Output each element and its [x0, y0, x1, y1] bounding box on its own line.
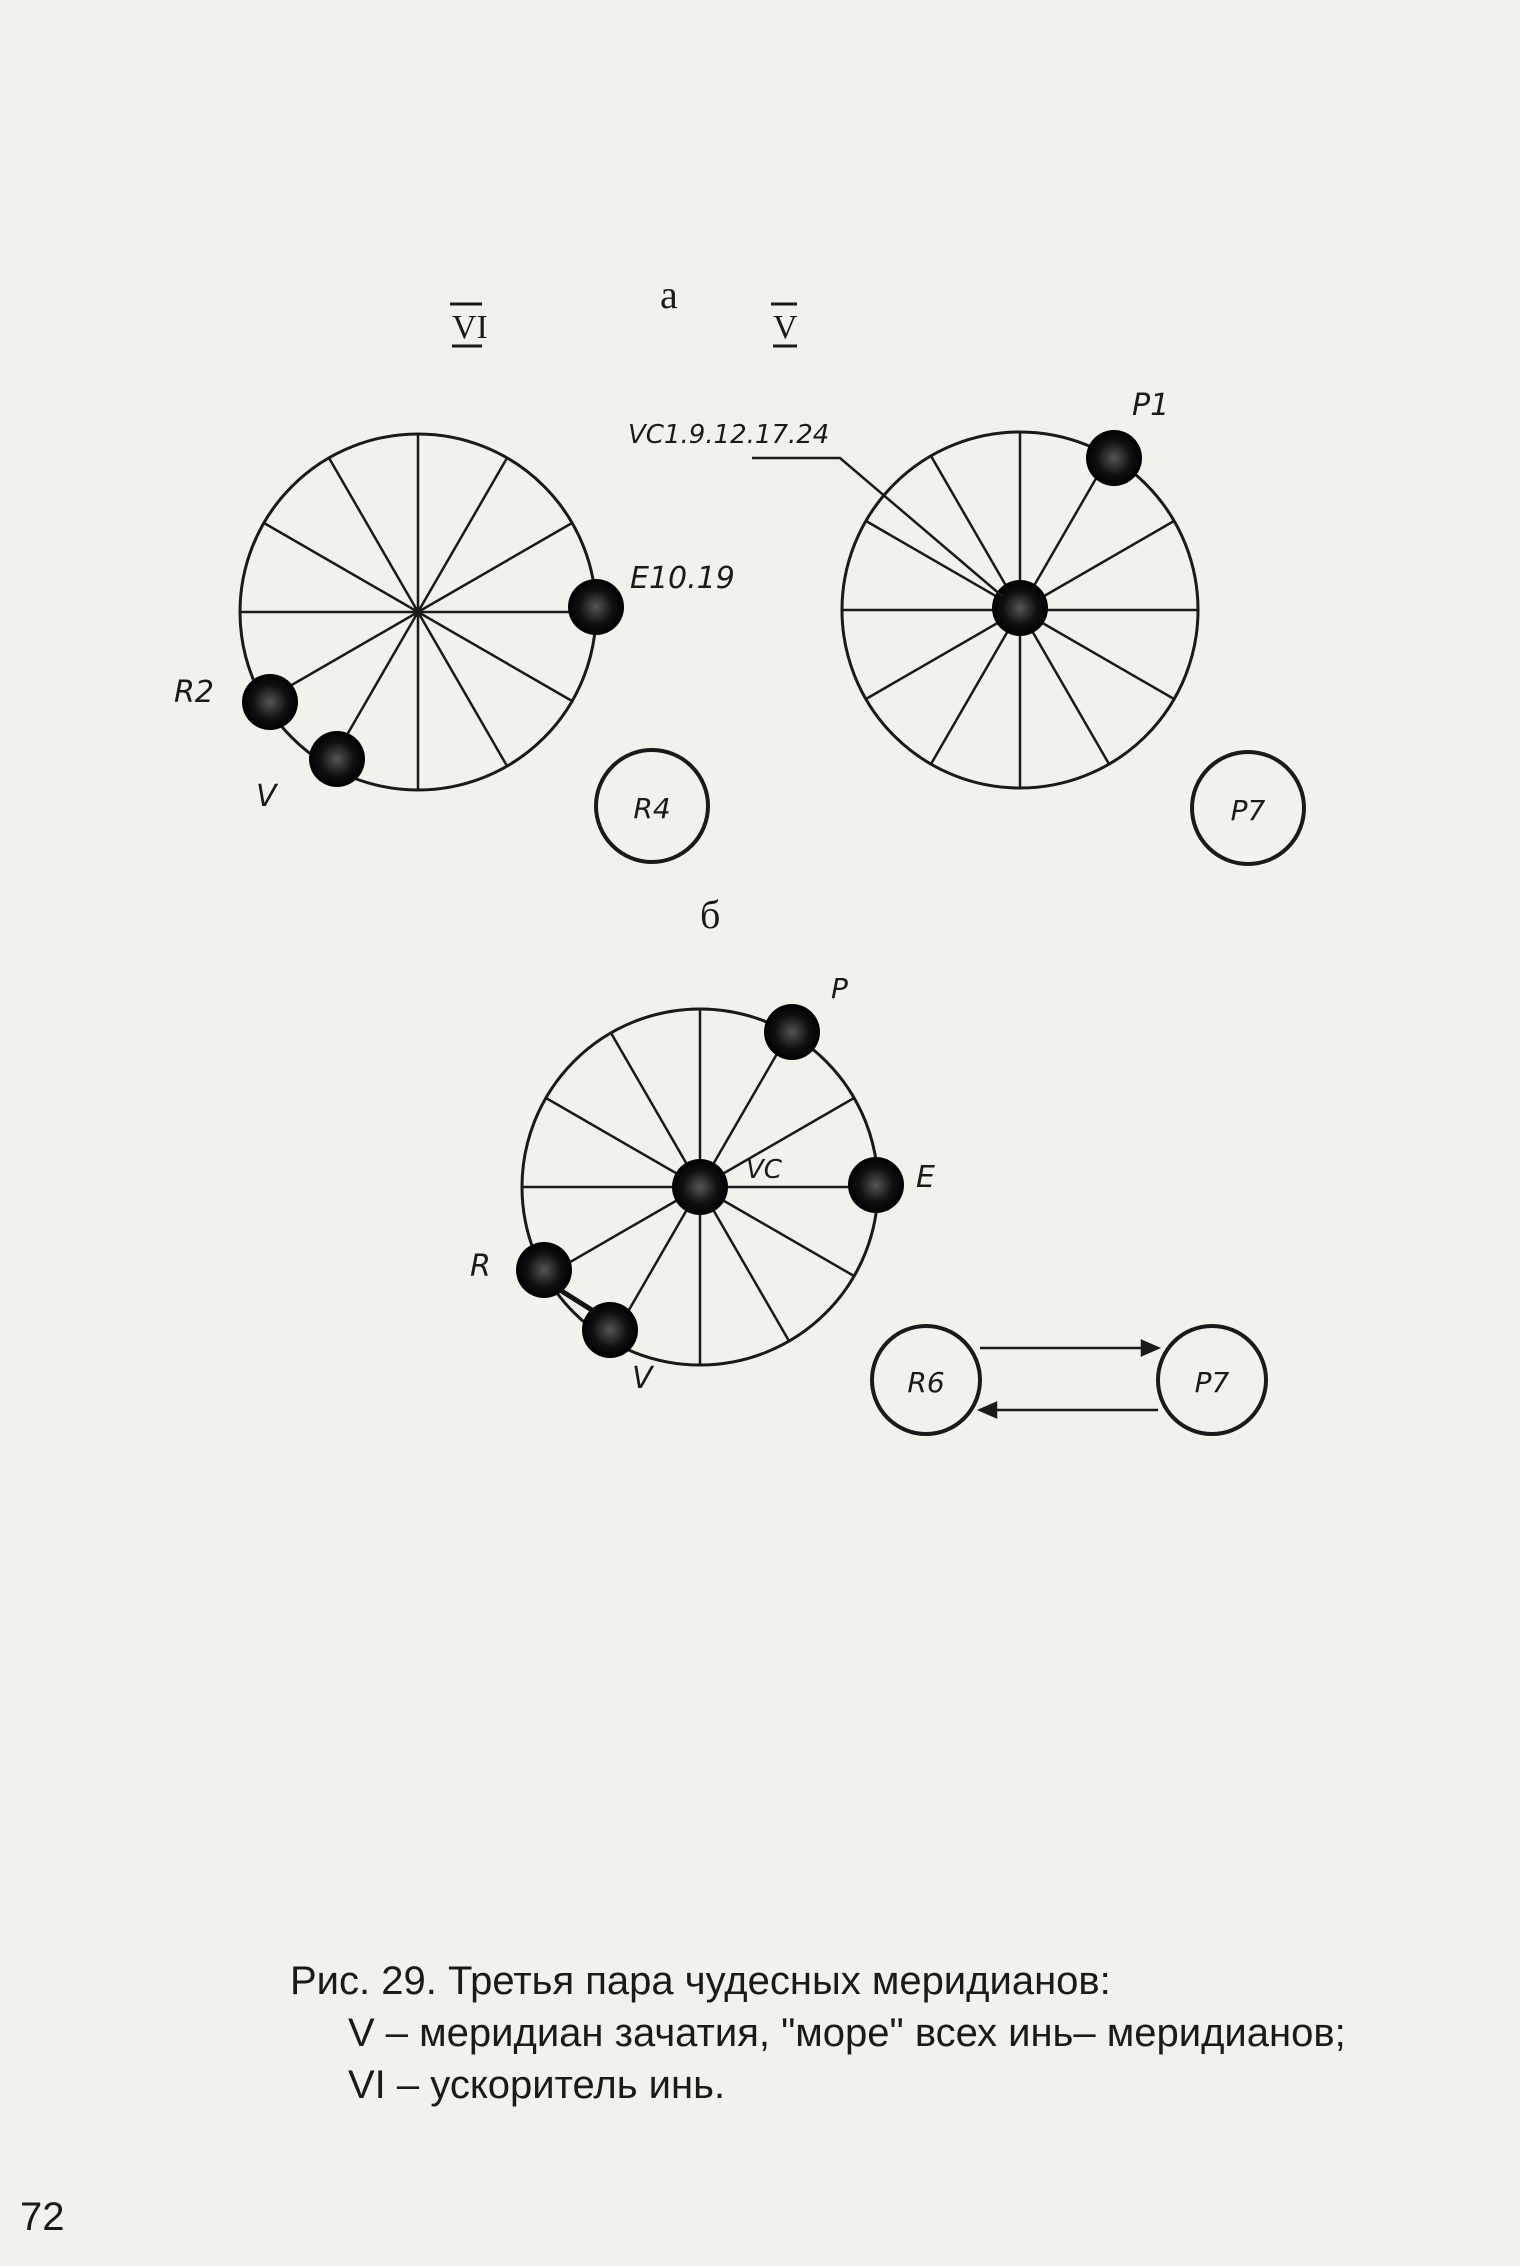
meridian-v-label: V: [773, 309, 798, 346]
wheel-left: [238, 432, 624, 792]
caption-line-2: V – меридиан зачатия, "море" всех инь– м…: [348, 2011, 1346, 2055]
badge-p7-a: P7: [1190, 750, 1306, 866]
caption-line-1: Рис. 29. Третья пара чудесных меридианов…: [290, 1959, 1111, 2003]
badge-p7-b: P7: [1156, 1324, 1268, 1436]
point-blob: [582, 1302, 638, 1358]
badge-r4: R4: [594, 748, 710, 864]
point-blob: [672, 1159, 728, 1215]
vc-leader-line: [752, 456, 1003, 597]
point-blob: [848, 1157, 904, 1213]
label-p: P: [831, 972, 848, 1005]
label-e: E: [916, 1160, 935, 1195]
label-v: V: [256, 779, 279, 814]
label-r: R: [470, 1249, 491, 1284]
badge-r6-label: R6: [907, 1366, 944, 1399]
page-number: 72: [20, 2195, 65, 2239]
connector-arrows: [976, 1339, 1162, 1419]
badge-r6: R6: [870, 1324, 982, 1436]
point-blob: [242, 674, 298, 730]
point-blob: [764, 1004, 820, 1060]
label-v: V: [632, 1361, 655, 1396]
part-b-label: б: [700, 892, 720, 937]
caption-line-3: VI – ускоритель инь.: [348, 2063, 726, 2107]
label-e10-19: E10.19: [630, 561, 735, 596]
point-blob: [309, 731, 365, 787]
figure-caption: Рис. 29. Третья пара чудесных меридианов…: [290, 1955, 1470, 2111]
label-vc-points: VC1.9.12.17.24: [628, 420, 829, 450]
badge-p7-a-label: P7: [1231, 794, 1266, 827]
point-blob: [516, 1242, 572, 1298]
wheel-right: [840, 430, 1200, 790]
label-r2: R2: [174, 675, 214, 710]
wheel-bottom: [516, 1004, 904, 1367]
label-vc: VC: [746, 1155, 783, 1185]
point-blob: [992, 580, 1048, 636]
point-blob: [1086, 430, 1142, 486]
point-blob: [568, 579, 624, 635]
badge-r4-label: R4: [633, 792, 670, 825]
label-p1: P1: [1132, 388, 1169, 423]
meridian-vi-label: VI: [452, 309, 488, 346]
part-a-label: а: [660, 272, 678, 317]
badge-p7-b-label: P7: [1195, 1366, 1230, 1399]
